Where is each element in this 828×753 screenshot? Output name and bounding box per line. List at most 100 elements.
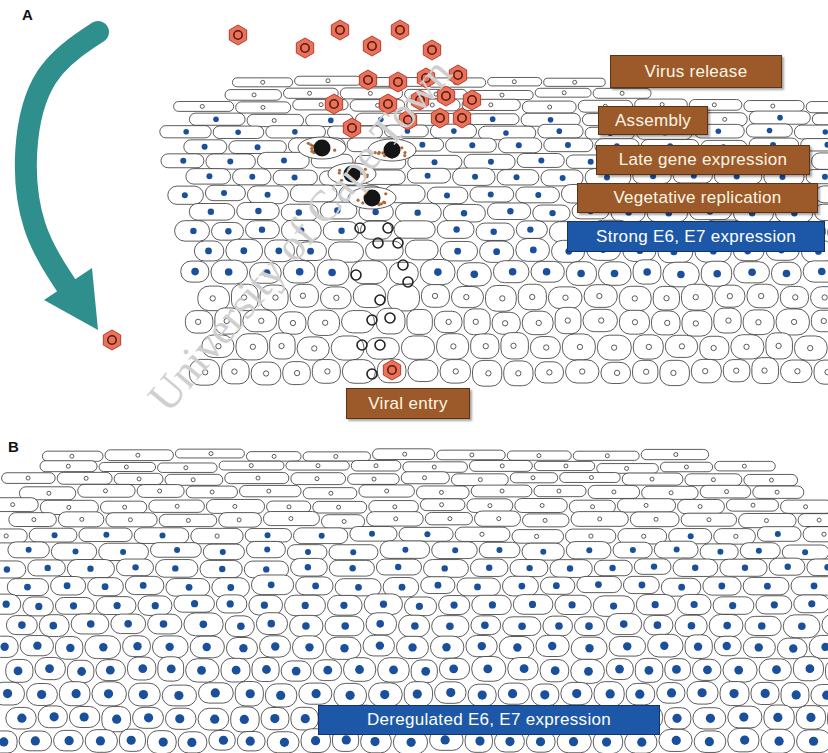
blue-nucleus bbox=[407, 738, 416, 747]
epithelial-cell bbox=[267, 732, 299, 753]
blue-nucleus bbox=[17, 714, 26, 723]
open-nucleus bbox=[11, 503, 15, 507]
epithelial-cell bbox=[497, 170, 539, 185]
blue-nucleus bbox=[808, 600, 815, 607]
blue-nucleus bbox=[771, 601, 778, 608]
epithelial-cell bbox=[642, 486, 699, 499]
open-nucleus bbox=[557, 489, 561, 493]
epithelial-cell bbox=[743, 637, 775, 657]
virion-dot bbox=[403, 151, 406, 154]
viral-episome bbox=[373, 238, 383, 248]
open-nucleus bbox=[707, 518, 711, 522]
stage-label: Assembly bbox=[615, 111, 691, 131]
blue-nucleus bbox=[449, 664, 458, 673]
epithelial-cell bbox=[348, 474, 400, 485]
blue-nucleus bbox=[302, 602, 309, 609]
blue-nucleus bbox=[263, 566, 269, 572]
blue-nucleus bbox=[490, 229, 496, 235]
open-nucleus bbox=[598, 517, 602, 521]
epithelial-cell bbox=[54, 730, 84, 750]
epithelial-cell bbox=[363, 635, 394, 656]
blue-nucleus bbox=[606, 689, 615, 698]
blue-nucleus bbox=[654, 621, 662, 629]
epithelial-cell bbox=[555, 595, 591, 614]
stage-label-box: Assembly bbox=[598, 106, 708, 135]
blue-nucleus bbox=[652, 601, 659, 608]
epithelial-cell bbox=[665, 659, 691, 681]
epithelial-cell bbox=[678, 499, 725, 513]
open-nucleus bbox=[611, 345, 616, 350]
blue-nucleus bbox=[3, 689, 12, 698]
epithelial-cell bbox=[236, 102, 291, 113]
epithelial-cell bbox=[102, 707, 131, 732]
blue-nucleus bbox=[450, 601, 457, 608]
blue-nucleus bbox=[475, 736, 484, 745]
epithelial-cell bbox=[404, 597, 436, 616]
blue-nucleus bbox=[692, 565, 698, 571]
virus-particle bbox=[463, 90, 480, 110]
epithelial-cell bbox=[675, 615, 707, 636]
epithelial-cell bbox=[753, 486, 804, 498]
blue-nucleus bbox=[514, 174, 520, 180]
blue-nucleus bbox=[0, 737, 8, 746]
epithelial-cell bbox=[416, 486, 469, 499]
epithelial-cell bbox=[728, 706, 762, 728]
stage-label: Virus release bbox=[645, 62, 748, 82]
blue-nucleus bbox=[548, 642, 556, 650]
epithelial-cell bbox=[512, 530, 564, 544]
epithelial-cell bbox=[516, 187, 560, 203]
epithelial-cell bbox=[822, 614, 828, 635]
open-nucleus bbox=[547, 370, 552, 375]
epithelial-cell bbox=[328, 595, 363, 615]
epithelial-cell bbox=[508, 658, 538, 680]
blue-nucleus bbox=[518, 622, 526, 630]
epithelial-cell bbox=[114, 473, 163, 484]
epithelial-cell bbox=[487, 203, 530, 220]
blue-nucleus bbox=[50, 712, 59, 721]
open-nucleus bbox=[664, 296, 669, 301]
open-nucleus bbox=[500, 489, 504, 493]
blue-nucleus bbox=[45, 664, 54, 673]
epithelial-cell bbox=[376, 308, 404, 334]
open-nucleus bbox=[374, 464, 378, 468]
blue-nucleus bbox=[688, 533, 694, 539]
open-nucleus bbox=[439, 490, 443, 494]
epithelial-cell bbox=[659, 729, 692, 751]
blue-nucleus bbox=[623, 642, 631, 650]
blue-nucleus bbox=[389, 666, 398, 675]
panel-letter: A bbox=[22, 6, 33, 23]
blue-nucleus bbox=[667, 688, 676, 697]
epithelial-cell bbox=[571, 659, 605, 683]
epithelial-cell bbox=[466, 635, 497, 656]
epithelial-cell bbox=[149, 500, 205, 512]
blue-nucleus bbox=[444, 192, 450, 198]
open-nucleus bbox=[500, 93, 504, 97]
cycle-arrowhead bbox=[44, 268, 98, 330]
epithelial-cell bbox=[740, 543, 780, 559]
epithelial-cell bbox=[55, 637, 82, 660]
epithelial-cell bbox=[67, 660, 93, 682]
epithelial-cell bbox=[152, 636, 188, 658]
blue-nucleus bbox=[31, 736, 40, 745]
epithelial-cell bbox=[366, 241, 404, 260]
epithelial-cell bbox=[20, 636, 53, 656]
epithelial-cell bbox=[184, 140, 227, 154]
blue-nucleus bbox=[572, 689, 581, 698]
epithelial-cell bbox=[351, 261, 387, 284]
open-nucleus bbox=[500, 296, 505, 301]
open-nucleus bbox=[315, 477, 319, 481]
open-nucleus bbox=[698, 505, 702, 509]
virion-dot bbox=[361, 201, 364, 204]
blue-nucleus bbox=[540, 549, 546, 555]
blue-nucleus bbox=[461, 210, 467, 216]
blue-nucleus bbox=[470, 271, 478, 279]
blue-nucleus bbox=[740, 736, 749, 745]
open-nucleus bbox=[488, 504, 492, 508]
blue-nucleus bbox=[490, 116, 496, 122]
epithelial-cell bbox=[219, 513, 262, 528]
blue-nucleus bbox=[341, 622, 349, 630]
viral-episome bbox=[403, 277, 413, 287]
epithelial-cell bbox=[308, 310, 340, 335]
epithelial-cell bbox=[116, 559, 153, 576]
epithelial-cell bbox=[408, 360, 438, 382]
